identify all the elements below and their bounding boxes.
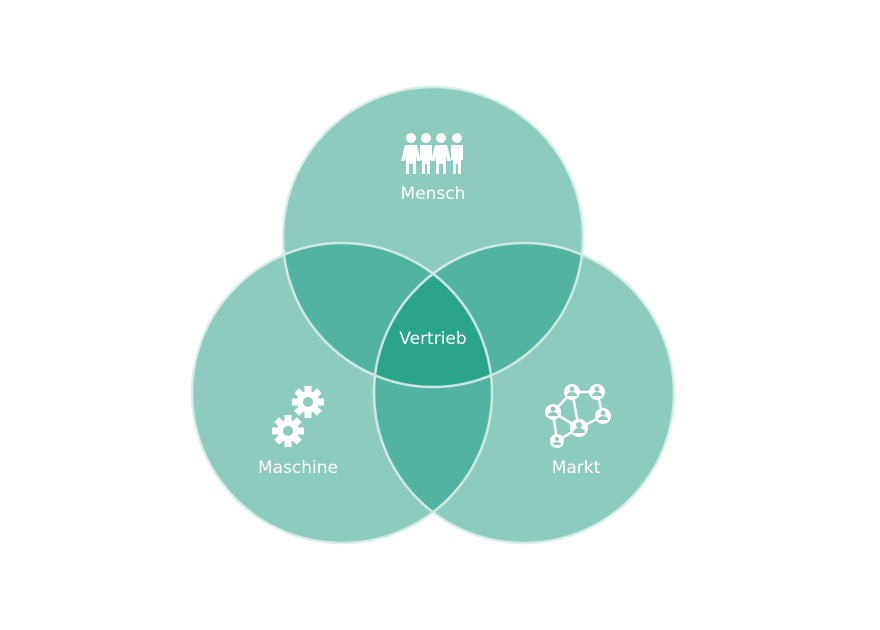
gears-icon — [272, 386, 324, 447]
people-icon — [401, 133, 463, 174]
label-mensch: Mensch — [401, 184, 466, 204]
outline-mensch — [281, 85, 585, 389]
label-markt: Markt — [552, 458, 601, 478]
overlap-center — [374, 243, 492, 387]
label-maschine: Maschine — [258, 458, 338, 478]
network-icon — [545, 384, 611, 448]
label-vertrieb: Vertrieb — [399, 329, 466, 349]
outline-markt — [372, 241, 676, 545]
outline-maschine — [190, 241, 494, 545]
